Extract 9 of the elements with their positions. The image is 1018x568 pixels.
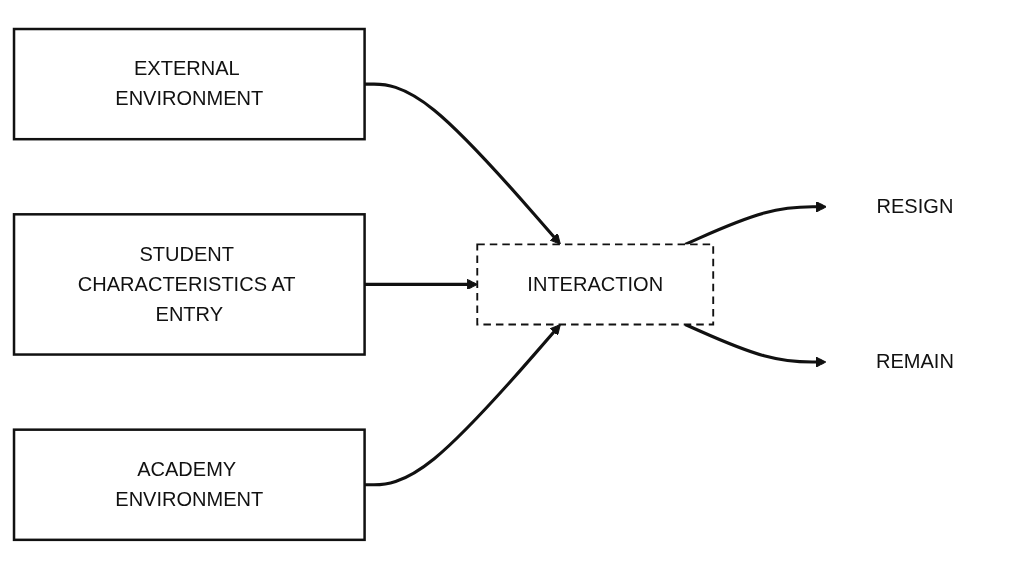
node-box: INTERACTION bbox=[476, 243, 715, 325]
arrow bbox=[364, 323, 561, 486]
node-box: EXTERNAL ENVIRONMENT bbox=[12, 27, 366, 140]
node-text: RESIGN bbox=[876, 195, 954, 217]
node-box: ACADEMY ENVIRONMENT bbox=[12, 428, 366, 541]
node-box: STUDENT CHARACTERISTICS AT ENTRY bbox=[12, 212, 366, 356]
arrow bbox=[364, 278, 478, 290]
node-text: REMAIN bbox=[875, 350, 954, 372]
arrow bbox=[364, 82, 561, 245]
